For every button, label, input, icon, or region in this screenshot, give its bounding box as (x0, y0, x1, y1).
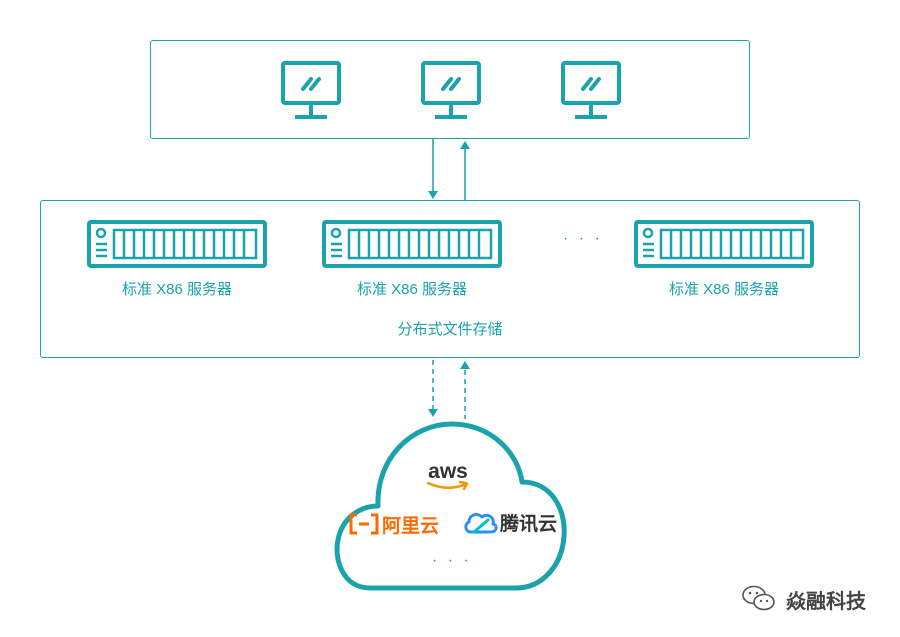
server-icon (322, 220, 502, 268)
server-label: 标准 X86 服务器 (356, 281, 468, 298)
wechat-icon (742, 585, 775, 611)
aws-logo: aws (426, 460, 469, 491)
monitor-icon (561, 61, 621, 119)
server-label: 标准 X86 服务器 (668, 281, 780, 298)
storage-title: 分布式文件存储 (397, 321, 503, 338)
arrowhead-down (428, 409, 438, 417)
tencent-wordmark: 腾讯云 (499, 512, 557, 535)
clients-box (150, 40, 750, 139)
storage-box (40, 200, 860, 358)
server-icon (87, 220, 267, 268)
aliyun-wordmark: 阿里云 (382, 515, 439, 537)
aws-wordmark: aws (428, 460, 468, 483)
server-icon (634, 220, 814, 268)
tencent-cloud-logo: 腾讯云 (464, 512, 557, 535)
arrowhead-up (460, 361, 470, 369)
server-ellipsis: · · · (563, 230, 603, 247)
arrowhead-up (460, 141, 470, 149)
watermark: 焱融科技 (786, 589, 866, 613)
monitor-icon (421, 61, 481, 119)
cloud-ellipsis: · · · (432, 552, 472, 569)
monitor-icon (281, 61, 341, 119)
solid-arrows (428, 139, 470, 200)
arrowhead-down (428, 191, 438, 199)
dashed-arrows (428, 360, 470, 419)
aliyun-logo: 阿里云 (349, 513, 439, 537)
server-label: 标准 X86 服务器 (121, 281, 233, 298)
cloud-shape (334, 421, 567, 591)
